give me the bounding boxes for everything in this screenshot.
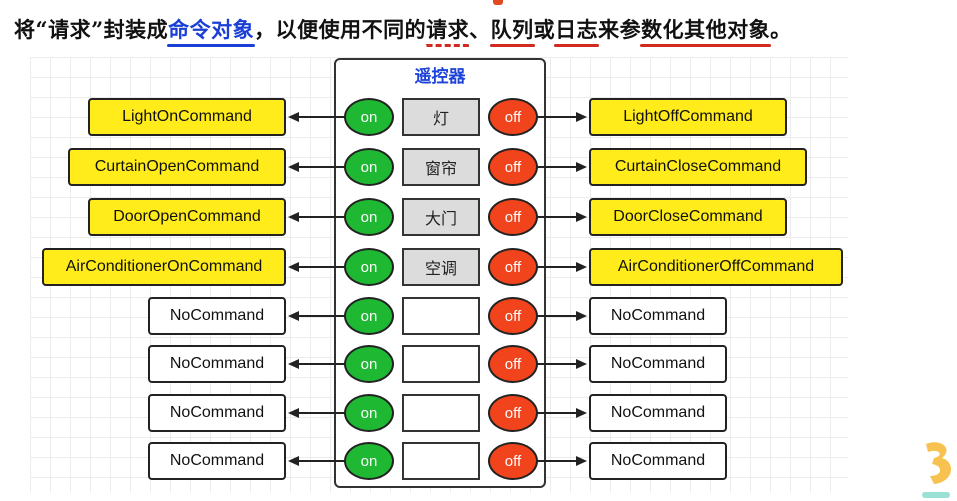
off-command-box: NoCommand bbox=[589, 442, 727, 480]
arrow-icon bbox=[536, 212, 587, 222]
arrow-icon bbox=[288, 311, 346, 321]
on-button[interactable]: on bbox=[344, 98, 394, 136]
off-button[interactable]: off bbox=[488, 198, 538, 236]
off-command-box: DoorCloseCommand bbox=[589, 198, 787, 236]
arrow-icon bbox=[536, 162, 587, 172]
on-button[interactable]: on bbox=[344, 248, 394, 286]
caption-text: 。 bbox=[770, 17, 792, 42]
arrow-icon bbox=[288, 262, 346, 272]
caption-text: 将“请求”封装成 bbox=[14, 17, 169, 42]
arrow-icon bbox=[288, 408, 346, 418]
caption-text: 、 bbox=[469, 17, 491, 42]
on-command-box: LightOnCommand bbox=[88, 98, 286, 136]
arrow-icon bbox=[536, 359, 587, 369]
arrow-icon bbox=[288, 359, 346, 369]
on-button[interactable]: on bbox=[344, 394, 394, 432]
device-slot bbox=[402, 442, 480, 480]
on-command-box: AirConditionerOnCommand bbox=[42, 248, 286, 286]
off-button[interactable]: off bbox=[488, 297, 538, 335]
arrow-icon bbox=[536, 262, 587, 272]
arrow-icon bbox=[288, 112, 346, 122]
caption: 将“请求”封装成命令对象，以便使用不同的请求、队列或日志来参数化其他对象。 bbox=[14, 14, 792, 44]
on-command-box: DoorOpenCommand bbox=[88, 198, 286, 236]
off-command-box: CurtainCloseCommand bbox=[589, 148, 807, 186]
caption-highlight-parameterize: 数化其他对象 bbox=[641, 17, 771, 42]
on-command-box: CurtainOpenCommand bbox=[68, 148, 286, 186]
off-button[interactable]: off bbox=[488, 98, 538, 136]
arrow-icon bbox=[288, 456, 346, 466]
on-button[interactable]: on bbox=[344, 198, 394, 236]
caption-text: 或 bbox=[533, 17, 556, 42]
off-command-box: AirConditionerOffCommand bbox=[589, 248, 843, 286]
on-button[interactable]: on bbox=[344, 442, 394, 480]
arrow-icon bbox=[288, 162, 346, 172]
on-button[interactable]: on bbox=[344, 297, 394, 335]
device-slot: 灯 bbox=[402, 98, 480, 136]
off-button[interactable]: off bbox=[488, 248, 538, 286]
device-slot: 窗帘 bbox=[402, 148, 480, 186]
device-slot bbox=[402, 394, 480, 432]
on-command-box: NoCommand bbox=[148, 297, 286, 335]
arrow-icon bbox=[536, 112, 587, 122]
red-annotation-mark bbox=[493, 0, 503, 5]
caption-highlight-command-object: 命令对象 bbox=[168, 17, 255, 42]
off-command-box: NoCommand bbox=[589, 394, 727, 432]
device-slot bbox=[402, 345, 480, 383]
on-command-box: NoCommand bbox=[148, 394, 286, 432]
on-command-box: NoCommand bbox=[148, 345, 286, 383]
off-button[interactable]: off bbox=[488, 345, 538, 383]
off-button[interactable]: off bbox=[488, 148, 538, 186]
off-button[interactable]: off bbox=[488, 394, 538, 432]
device-slot: 大门 bbox=[402, 198, 480, 236]
on-command-box: NoCommand bbox=[148, 442, 286, 480]
arrow-icon bbox=[536, 408, 587, 418]
off-command-box: NoCommand bbox=[589, 345, 727, 383]
on-button[interactable]: on bbox=[344, 148, 394, 186]
brand-logo-icon bbox=[918, 440, 957, 501]
arrow-icon bbox=[288, 212, 346, 222]
device-slot bbox=[402, 297, 480, 335]
off-button[interactable]: off bbox=[488, 442, 538, 480]
caption-highlight-request: 请求 bbox=[426, 17, 470, 42]
remote-title: 遥控器 bbox=[414, 67, 466, 87]
caption-text: 来参 bbox=[598, 17, 642, 42]
arrow-icon bbox=[536, 456, 587, 466]
off-command-box: NoCommand bbox=[589, 297, 727, 335]
arrow-icon bbox=[536, 311, 587, 321]
caption-highlight-log: 日志 bbox=[555, 17, 599, 42]
off-command-box: LightOffCommand bbox=[589, 98, 787, 136]
caption-highlight-queue: 队列 bbox=[490, 17, 534, 42]
device-slot: 空调 bbox=[402, 248, 480, 286]
on-button[interactable]: on bbox=[344, 345, 394, 383]
caption-text: ，以便使用不同的 bbox=[254, 17, 427, 42]
